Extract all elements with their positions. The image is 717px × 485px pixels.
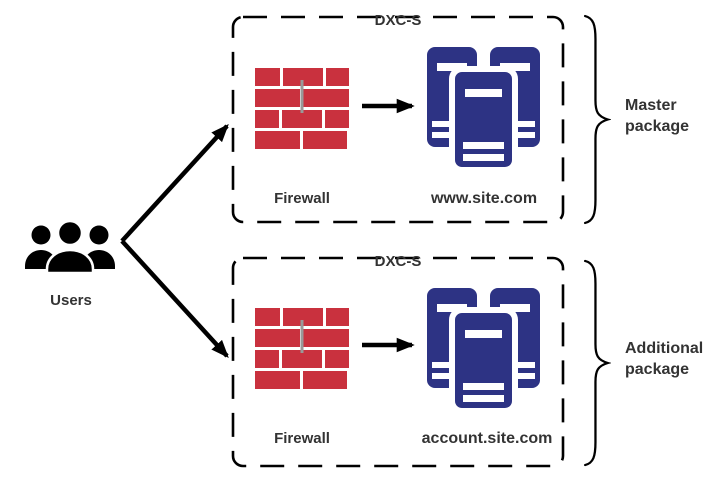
server-label-account: account.site.com bbox=[421, 430, 553, 447]
zone-title-master: DXC-S bbox=[374, 12, 422, 29]
firewall-icon-additional bbox=[255, 308, 349, 389]
firewall-icon-master bbox=[255, 68, 349, 149]
zone-title-additional: DXC-S bbox=[374, 253, 422, 270]
arrow-users-to-master bbox=[120, 124, 229, 243]
users-group-icon bbox=[25, 220, 115, 275]
zone-box-master bbox=[231, 15, 565, 224]
additional-package-line2: package bbox=[625, 361, 690, 378]
firewall-label-master: Firewall bbox=[274, 190, 330, 207]
server-stack-icon-account bbox=[427, 288, 540, 414]
additional-package-label: Additional package bbox=[625, 338, 703, 380]
server-label-www: www.site.com bbox=[430, 190, 538, 207]
server-stack-icon-www bbox=[427, 47, 540, 173]
master-package-label: Master package bbox=[625, 95, 689, 137]
additional-package-line1: Additional bbox=[625, 340, 704, 357]
master-package-line2: package bbox=[625, 118, 690, 135]
curly-brace-master bbox=[583, 14, 611, 225]
curly-brace-additional bbox=[583, 259, 611, 467]
zone-box-additional bbox=[231, 256, 565, 468]
arrow-users-to-additional bbox=[120, 239, 229, 358]
users-label: Users bbox=[50, 292, 92, 309]
firewall-label-additional: Firewall bbox=[274, 430, 330, 447]
master-package-line1: Master bbox=[625, 97, 677, 114]
